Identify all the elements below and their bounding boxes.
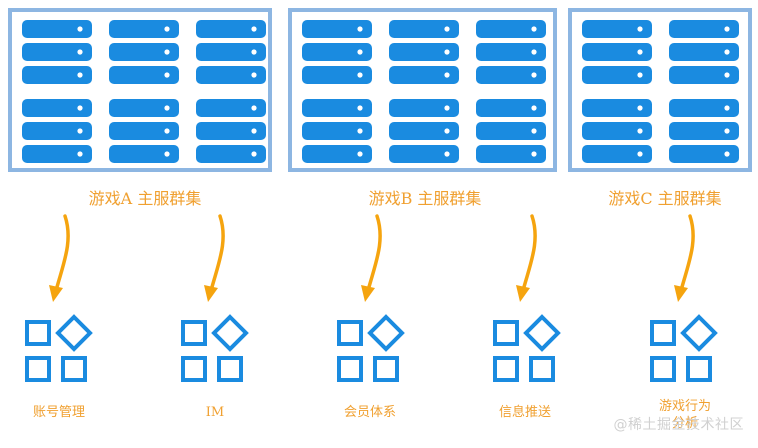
flow-arrows: [49, 214, 695, 302]
cluster-label-b: 游戏B 主服群集: [368, 189, 482, 208]
arrow-to-push: [516, 214, 537, 302]
server-unit: [302, 99, 372, 117]
server-unit: [196, 122, 266, 140]
server-unit: [476, 66, 546, 84]
cluster-label-a: 游戏A 主服群集: [88, 189, 202, 208]
service-label-account: 账号管理: [32, 405, 85, 420]
server-unit: [389, 66, 459, 84]
server-unit: [669, 43, 739, 61]
membership-modules-icon: [337, 314, 405, 382]
server-unit: [109, 66, 179, 84]
server-unit: [476, 122, 546, 140]
server-unit: [582, 66, 652, 84]
server-unit: [302, 122, 372, 140]
server-unit: [302, 20, 372, 38]
server-unit: [389, 145, 459, 163]
service-label-behavior-line2: 分析: [671, 416, 698, 431]
server-clusters: [8, 8, 752, 172]
service-label-behavior-line1: 游戏行为: [658, 399, 711, 414]
server-unit: [109, 43, 179, 61]
server-unit: [582, 145, 652, 163]
im-modules-icon: [181, 314, 249, 382]
server-unit: [22, 122, 92, 140]
server-unit: [389, 20, 459, 38]
server-unit: [196, 43, 266, 61]
service-label-behavior: 游戏行为 分析: [640, 398, 730, 438]
server-unit: [476, 20, 546, 38]
server-unit: [196, 66, 266, 84]
server-unit: [302, 66, 372, 84]
push-modules-icon: [493, 314, 561, 382]
server-unit: [22, 66, 92, 84]
server-unit: [582, 20, 652, 38]
server-unit: [669, 122, 739, 140]
server-unit: [389, 43, 459, 61]
server-unit: [476, 145, 546, 163]
cluster-b: [288, 8, 557, 172]
server-unit: [582, 122, 652, 140]
server-unit: [196, 145, 266, 163]
service-label-push: 信息推送: [498, 405, 551, 420]
server-unit: [109, 20, 179, 38]
behavior-modules-icon: [650, 314, 718, 382]
server-unit: [22, 145, 92, 163]
server-unit: [389, 122, 459, 140]
cluster-label-c: 游戏C 主服群集: [608, 189, 722, 208]
arrow-to-account: [49, 214, 70, 302]
server-unit: [669, 20, 739, 38]
service-label-im: IM: [205, 405, 225, 420]
server-unit: [582, 43, 652, 61]
cluster-a: [8, 8, 272, 172]
service-modules: [25, 314, 718, 382]
account-modules-icon: [25, 314, 93, 382]
server-unit: [302, 145, 372, 163]
server-unit: [109, 122, 179, 140]
server-unit: [669, 145, 739, 163]
server-unit: [22, 99, 92, 117]
watermark: @稀土掘金技术社区: [613, 417, 744, 433]
server-unit: [22, 43, 92, 61]
server-unit: [109, 99, 179, 117]
service-label-membership: 会员体系: [343, 405, 396, 420]
arrow-to-behavior: [674, 214, 695, 302]
server-unit: [196, 20, 266, 38]
server-unit: [109, 145, 179, 163]
server-unit: [476, 99, 546, 117]
arrow-to-im: [204, 214, 225, 302]
server-unit: [582, 99, 652, 117]
server-unit: [389, 99, 459, 117]
server-unit: [476, 43, 546, 61]
server-unit: [302, 43, 372, 61]
server-unit: [669, 66, 739, 84]
cluster-c: [568, 8, 752, 172]
server-unit: [669, 99, 739, 117]
server-unit: [22, 20, 92, 38]
server-unit: [196, 99, 266, 117]
arrow-to-membership: [361, 214, 382, 302]
